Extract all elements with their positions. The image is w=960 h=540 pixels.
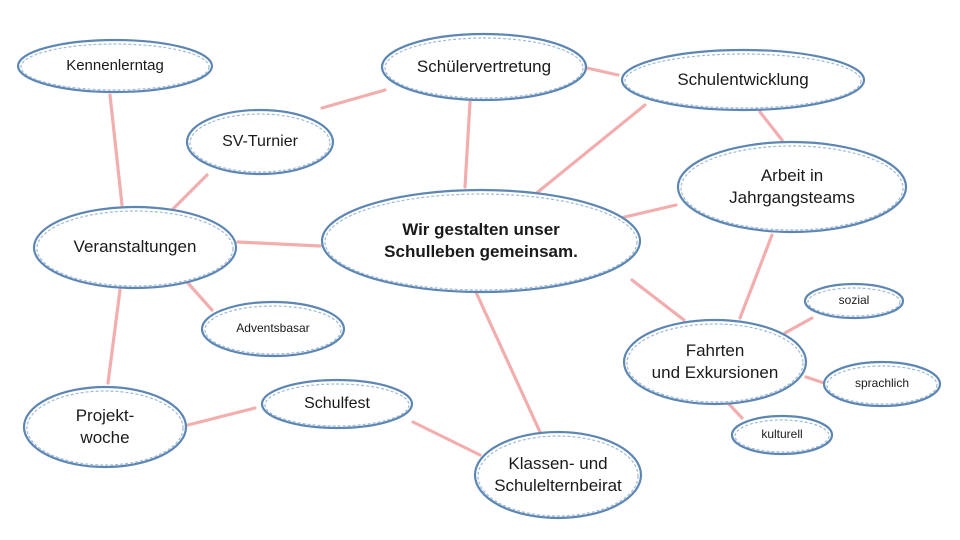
connections (106, 66, 826, 457)
edge-schuelervertretung-center (463, 100, 472, 189)
edge-veranstaltungen-center (236, 240, 322, 248)
node-center-chalk (324, 193, 638, 291)
node-schulentwicklung-chalk (624, 53, 862, 109)
node-schuelervertretung-chalk (384, 37, 584, 99)
node-kulturell (730, 414, 834, 456)
node-sprachlich (822, 360, 942, 408)
node-adventsbasar-chalk (204, 305, 342, 355)
node-schulfest (260, 378, 414, 430)
node-schulfest-chalk (264, 383, 410, 427)
node-arbeit-jahrgangsteams (676, 140, 908, 234)
node-sprachlich-chalk (826, 365, 938, 405)
node-schulentwicklung (620, 48, 866, 112)
edge-svturnier-veranstaltungen (170, 173, 209, 212)
edge-center-elternbeirat (473, 288, 542, 434)
node-elternbeirat (473, 430, 643, 520)
edge-projektwoche-schulfest (186, 406, 257, 427)
node-adventsbasar (200, 300, 346, 358)
node-fahrten (622, 318, 808, 406)
node-sv-turnier-chalk (189, 113, 331, 173)
node-projektwoche-chalk (26, 390, 184, 466)
node-center (320, 188, 642, 294)
edge-center-fahrten (630, 278, 686, 322)
node-elternbeirat-chalk (477, 435, 639, 517)
node-veranstaltungen-chalk (36, 210, 234, 287)
edge-kennenlerntag-veranstaltungen (108, 93, 124, 207)
node-kulturell-chalk (734, 419, 830, 453)
node-kennenlerntag (16, 38, 214, 94)
node-kennenlerntag-chalk (20, 43, 210, 91)
edge-schulentwicklung-jahrgangsteams (758, 110, 784, 142)
node-fahrten-chalk (626, 323, 804, 403)
node-veranstaltungen (32, 205, 238, 290)
node-projektwoche (22, 385, 188, 469)
node-arbeit-jahrgangsteams-chalk (680, 145, 904, 231)
edge-fahrten-kulturell (726, 401, 744, 420)
edge-schulfest-elternbeirat (411, 420, 482, 457)
edge-schulentwicklung-center (526, 103, 647, 202)
nodes (16, 32, 942, 520)
node-sozial (803, 282, 905, 320)
edge-veranstaltungen-adventsbasar (185, 280, 214, 312)
edge-veranstaltungen-projektwoche (106, 288, 122, 385)
node-sozial-chalk (807, 287, 901, 317)
edge-fahrten-sprachlich (804, 375, 826, 385)
edge-schuelervertretung-schulentwicklung (585, 66, 620, 77)
edge-svturnier-schuelervertretung (320, 88, 387, 110)
node-sv-turnier (185, 108, 335, 176)
edge-jahrgangsteams-fahrten (738, 233, 774, 320)
node-schuelervertretung (380, 32, 588, 102)
edge-fahrten-sozial (783, 316, 814, 335)
